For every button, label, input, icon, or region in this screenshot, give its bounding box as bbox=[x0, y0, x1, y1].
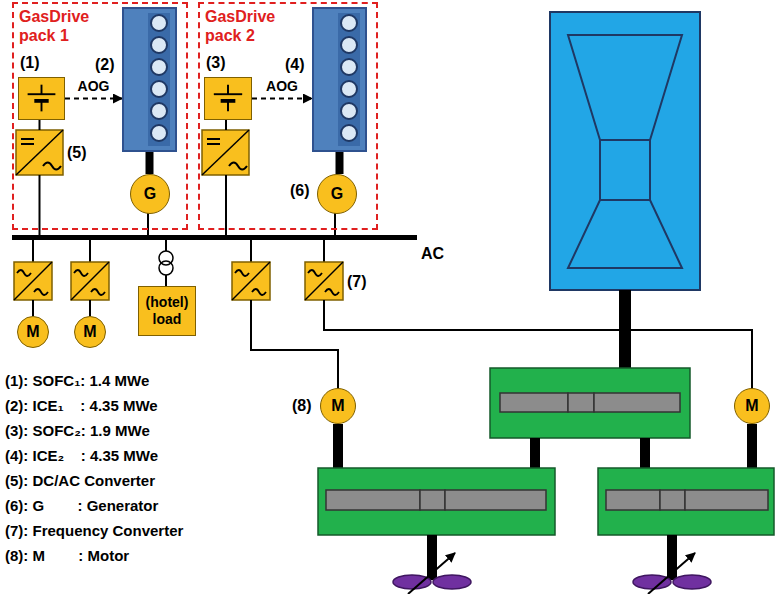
load-box: (hotel) load bbox=[138, 286, 196, 336]
gasdrive-pack: GasDrive pack 1 (1) (2) G bbox=[12, 2, 188, 230]
gear bbox=[500, 393, 568, 412]
gear bbox=[594, 393, 680, 412]
wire bbox=[147, 212, 149, 236]
engine-box: (4) bbox=[312, 7, 367, 152]
frequency-converter bbox=[305, 262, 343, 300]
wire bbox=[165, 275, 167, 286]
pack-title: GasDrive pack 2 bbox=[205, 7, 285, 45]
callout-number: (5) bbox=[67, 143, 87, 162]
node-label: M bbox=[26, 322, 39, 341]
callout-number: (3) bbox=[206, 53, 226, 72]
dcac-converter bbox=[16, 130, 63, 175]
gearbox bbox=[598, 468, 774, 535]
shaft bbox=[619, 290, 631, 368]
gear bbox=[445, 490, 546, 510]
key-entry: (3): SOFC₂: 1.9 MWe bbox=[5, 422, 150, 440]
key-entry: (7): Frequency Converter bbox=[5, 522, 183, 540]
gear bbox=[326, 490, 420, 510]
turbine-compressor bbox=[568, 35, 682, 140]
callout-number: (7) bbox=[347, 272, 367, 291]
callout-number: (1) bbox=[20, 53, 40, 72]
sofc-box: (1) bbox=[18, 77, 65, 120]
wire bbox=[89, 300, 91, 316]
gear bbox=[606, 490, 660, 510]
key-entry: (1): SOFC₁: 1.4 MWe bbox=[5, 372, 149, 390]
callout-number: (2) bbox=[95, 55, 115, 74]
frequency-converter bbox=[14, 262, 52, 300]
wire bbox=[39, 175, 41, 236]
wire bbox=[165, 240, 167, 251]
node-label: M bbox=[83, 322, 96, 341]
propeller-blade bbox=[433, 575, 471, 589]
node-label: G bbox=[144, 184, 156, 203]
turbine-combustor bbox=[600, 140, 650, 200]
turbine-expander bbox=[568, 200, 682, 268]
callout-number: (8) bbox=[292, 396, 312, 415]
gas-turbine bbox=[550, 12, 700, 290]
gearbox bbox=[318, 468, 555, 535]
engine-cylinders bbox=[124, 9, 175, 150]
engine-shaft bbox=[336, 152, 344, 174]
engine-box: (2) bbox=[122, 7, 177, 152]
propeller-blade bbox=[393, 575, 431, 589]
machine-circle: G bbox=[130, 174, 170, 214]
battery-symbol bbox=[19, 78, 64, 119]
shaft bbox=[530, 438, 540, 468]
sofc-box: (3) bbox=[204, 77, 252, 120]
node-label: G bbox=[331, 184, 343, 203]
callout-number: (4) bbox=[285, 55, 305, 74]
engine-cylinders bbox=[314, 9, 365, 150]
shaft bbox=[640, 438, 650, 468]
edge-label: AOG bbox=[265, 79, 299, 94]
key-entry: (6): G : Generator bbox=[5, 497, 158, 515]
callout-number: AC bbox=[421, 244, 444, 263]
key-entry: (8): M : Motor bbox=[5, 547, 129, 565]
gear bbox=[568, 393, 594, 412]
wire bbox=[334, 212, 336, 236]
machine-circle: G bbox=[317, 174, 357, 214]
pitch-arrow bbox=[408, 553, 455, 594]
transformer-symbol bbox=[159, 261, 173, 275]
propeller-blade bbox=[673, 575, 711, 589]
gear bbox=[420, 490, 445, 510]
key-entry: (4): ICE₂ : 4.35 MWe bbox=[5, 447, 158, 465]
node-label: (hotel) load bbox=[142, 294, 192, 328]
battery-symbol bbox=[205, 78, 251, 119]
dcac-converter bbox=[202, 130, 249, 175]
pitch-arrow bbox=[648, 553, 695, 594]
gas-flow-arrow bbox=[65, 98, 122, 100]
wire bbox=[225, 175, 227, 236]
machine-circle: M bbox=[734, 388, 770, 424]
frequency-converter bbox=[71, 262, 109, 300]
gear bbox=[685, 490, 768, 510]
node-label: M bbox=[745, 396, 758, 415]
edge-label: AOG bbox=[77, 79, 111, 94]
gear bbox=[660, 490, 685, 510]
frequency-converter bbox=[232, 262, 270, 300]
wire bbox=[32, 240, 34, 262]
key-entry: (5): DC/AC Converter bbox=[5, 472, 155, 490]
propeller-blade bbox=[633, 575, 671, 589]
ac-bus bbox=[12, 235, 417, 240]
key-entry: (2): ICE₁ : 4.35 MWe bbox=[5, 397, 158, 415]
shaft bbox=[333, 424, 343, 468]
wire bbox=[250, 240, 252, 262]
wire bbox=[89, 240, 91, 262]
machine-circle: M bbox=[320, 388, 356, 424]
pack-title: GasDrive pack 1 bbox=[19, 7, 99, 45]
callout-number: (6) bbox=[290, 181, 310, 200]
node-label: M bbox=[331, 396, 344, 415]
machine-circle: M bbox=[74, 316, 106, 348]
gearbox bbox=[490, 368, 690, 438]
wire bbox=[323, 240, 325, 262]
shaft bbox=[747, 424, 757, 468]
machine-circle: M bbox=[17, 316, 49, 348]
wire bbox=[32, 300, 34, 316]
gas-flow-arrow bbox=[252, 98, 312, 100]
engine-shaft bbox=[146, 152, 154, 174]
gasdrive-pack: GasDrive pack 2 (3) (4) G bbox=[198, 2, 378, 230]
